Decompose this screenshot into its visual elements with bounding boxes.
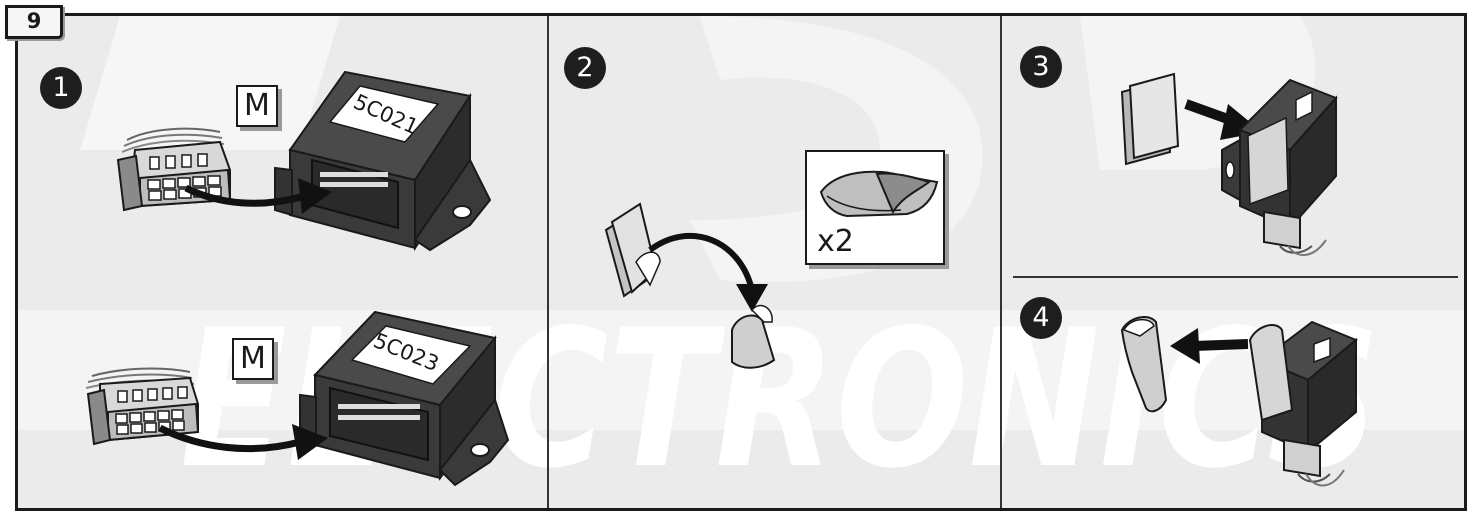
insert-arrow-bottom xyxy=(158,424,301,453)
adhesive-pad-peeling xyxy=(604,202,661,298)
panel-divider xyxy=(1000,16,1002,508)
step-number-badge: 3 xyxy=(1020,46,1062,88)
module-side-view-step3 xyxy=(1221,78,1338,256)
connector-plug-bottom xyxy=(85,367,200,446)
figure-number-tab: 9 xyxy=(5,5,63,39)
insert-arrow-head-bottom xyxy=(292,424,328,460)
peel-arrow-head xyxy=(736,284,768,312)
adhesive-pad xyxy=(1120,72,1180,166)
insert-arrow-head-top xyxy=(298,178,332,214)
quantity-inset: x2 xyxy=(805,150,945,265)
peeled-film xyxy=(731,304,776,369)
remove-arrow xyxy=(1193,339,1249,351)
module-5c021 xyxy=(274,70,492,252)
connector-plug-top xyxy=(116,127,232,212)
removed-liner xyxy=(1120,315,1168,413)
double-sided-tape-icon xyxy=(819,170,939,218)
step-number-badge: 2 xyxy=(564,47,606,89)
panel-divider xyxy=(547,16,549,508)
outer-frame xyxy=(15,13,1467,511)
peel-arrow xyxy=(648,232,755,291)
insert-arrow-top xyxy=(184,184,306,207)
remove-arrow-head xyxy=(1170,328,1200,364)
connector-marker-box: M xyxy=(236,85,278,127)
module-5c023 xyxy=(299,310,510,487)
quantity-label: x2 xyxy=(817,224,854,259)
panel-divider xyxy=(1013,276,1458,278)
module-side-view-step4 xyxy=(1248,320,1358,487)
step-number-badge: 1 xyxy=(40,67,82,109)
connector-marker-box: M xyxy=(232,338,274,380)
step-number-badge: 4 xyxy=(1020,297,1062,339)
